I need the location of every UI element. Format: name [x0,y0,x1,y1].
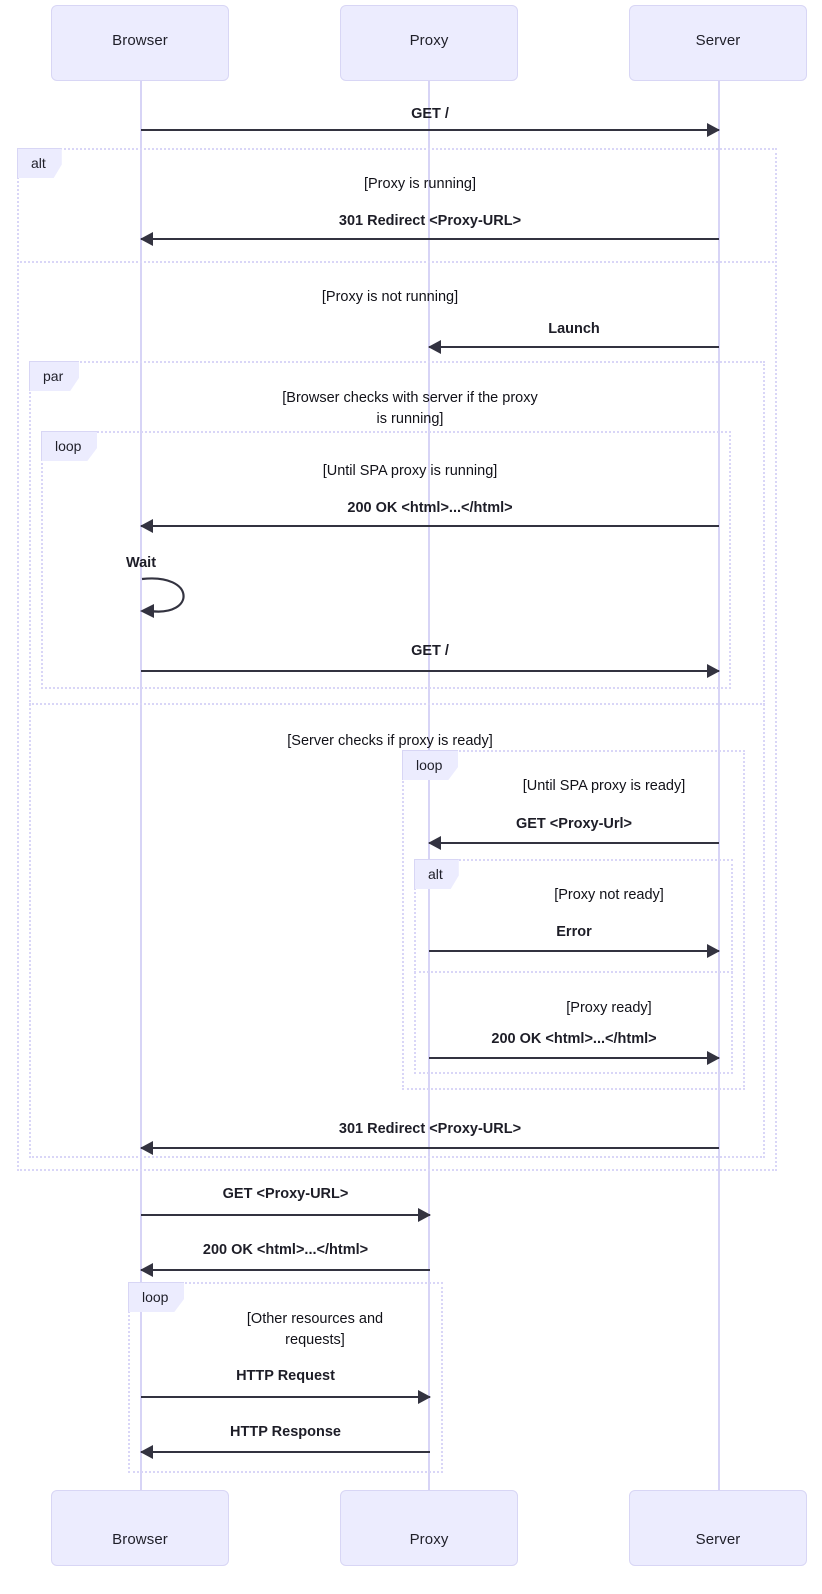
fragment-divider-par [29,703,765,705]
fragment-divider-alt-inner [414,971,733,973]
message-arrow-launch [428,340,719,354]
arrowhead-icon [418,1208,431,1222]
fragment-tag-loop-browser: loop [41,431,98,461]
lifeline-server [718,81,720,1490]
arrowhead-icon [428,836,441,850]
message-label-get-proxy-url: GET <Proxy-URL> [222,1186,349,1202]
participant-proxy-top[interactable]: Proxy [340,5,518,81]
message-arrow-200-ok-a [140,519,719,533]
fragment-tag-alt-inner: alt [414,859,459,889]
fragment-condition-proxy-not-running: [Proxy is not running] [321,289,459,306]
fragment-condition-proxy-not-ready: [Proxy not ready] [554,887,664,904]
participant-server-top[interactable]: Server [629,5,807,81]
participant-browser-bottom[interactable]: Browser [51,1490,229,1566]
message-label-200-ok-a: 200 OK <html>...</html> [347,500,513,516]
message-label-launch: Launch [548,321,600,337]
fragment-divider-alt-outer [17,261,777,263]
participant-label: Proxy [409,1531,449,1548]
message-arrow-200-ok-c [140,1263,430,1277]
fragment-condition-proxy-running: [Proxy is running] [363,176,477,193]
message-label-get-proxy-url-lower: GET <Proxy-Url> [515,816,633,832]
message-arrow-301-redirect-a [140,232,719,246]
lifeline-browser [140,81,142,1490]
arrowhead-icon [707,1051,720,1065]
message-arrow-http-response [140,1445,430,1459]
arrowhead-icon [428,340,441,354]
arrowhead-icon [707,664,720,678]
participant-label: Server [695,32,741,49]
arrowhead-icon [707,944,720,958]
fragment-condition-browser-checks: [Browser checks with server if the proxy… [282,390,538,428]
message-arrow-200-ok-b [429,1051,720,1065]
fragment-condition-proxy-ready: [Proxy ready] [566,1000,652,1017]
fragment-tag-loop-server: loop [402,750,459,780]
fragment-tag-alt-outer: alt [17,148,62,178]
fragment-condition-until-proxy-running: [Until SPA proxy is running] [322,463,498,480]
participant-label: Server [695,1531,741,1548]
message-arrow-get-root-2 [141,664,720,678]
fragment-condition-other-resources: [Other resources and requests] [246,1311,384,1349]
fragment-tag-par: par [29,361,80,391]
participant-label: Browser [112,32,168,49]
message-label-get-root-2: GET / [411,643,449,659]
message-label-301-redirect-b: 301 Redirect <Proxy-URL> [338,1121,522,1137]
message-label-200-ok-c: 200 OK <html>...</html> [202,1242,369,1258]
arrowhead-icon [418,1390,431,1404]
message-label-error: Error [556,924,592,940]
participant-server-bottom[interactable]: Server [629,1490,807,1566]
arrowhead-icon [140,519,153,533]
message-selfloop-wait [140,577,185,618]
message-arrow-error [429,944,720,958]
arrowhead-icon [140,1141,153,1155]
message-arrow-get-proxy-url-lower [428,836,719,850]
arrowhead-icon [140,1445,153,1459]
message-arrow-301-redirect-b [140,1141,719,1155]
participant-proxy-bottom[interactable]: Proxy [340,1490,518,1566]
message-arrow-http-request [141,1390,431,1404]
fragment-tag-loop-resources: loop [128,1282,185,1312]
message-arrow-get-proxy-url [141,1208,431,1222]
participant-label: Browser [112,1531,168,1548]
participant-label: Proxy [409,32,449,49]
arrowhead-icon [140,232,153,246]
fragment-condition-until-proxy-ready: [Until SPA proxy is ready] [522,778,686,795]
lifeline-proxy [428,81,430,1490]
message-arrow-get-root [141,123,720,137]
participant-browser-top[interactable]: Browser [51,5,229,81]
message-label-301-redirect-a: 301 Redirect <Proxy-URL> [338,213,522,229]
arrowhead-icon [707,123,720,137]
message-label-200-ok-b: 200 OK <html>...</html> [491,1031,657,1047]
message-label-http-response: HTTP Response [230,1424,341,1440]
arrowhead-icon [140,1263,153,1277]
message-label-wait: Wait [125,555,157,571]
fragment-condition-server-checks: [Server checks if proxy is ready] [287,733,493,750]
message-label-get-root: GET / [411,106,449,122]
message-label-http-request: HTTP Request [236,1368,335,1384]
